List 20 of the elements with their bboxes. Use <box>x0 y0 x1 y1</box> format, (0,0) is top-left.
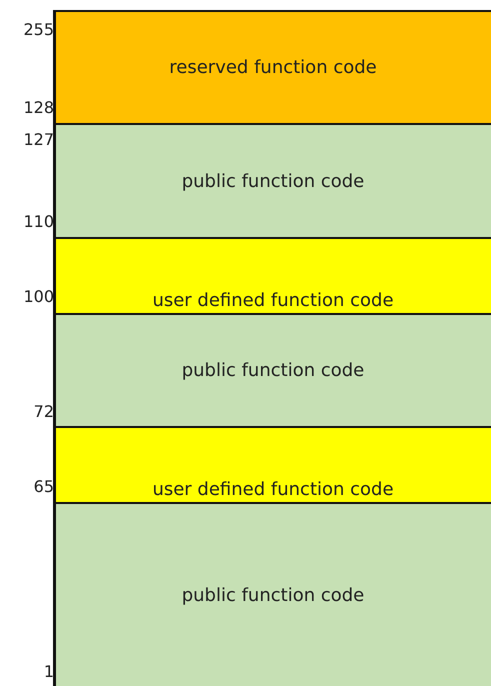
code-range-band <box>55 10 491 123</box>
code-range-band <box>55 502 491 686</box>
code-range-band <box>55 313 491 426</box>
code-number: 128 <box>23 98 54 118</box>
code-range-band <box>55 123 491 237</box>
code-number: 255 <box>23 20 54 40</box>
range-label: public function code <box>182 360 364 381</box>
range-label: user defined function code <box>152 290 394 311</box>
range-label: public function code <box>182 170 364 192</box>
code-number: 110 <box>23 212 54 232</box>
range-label: user defined function code <box>152 479 394 500</box>
code-number: 100 <box>23 287 54 307</box>
code-range-band <box>55 237 491 313</box>
code-number: 72 <box>34 402 54 422</box>
code-number: 127 <box>23 130 54 150</box>
code-number: 1 <box>44 662 54 682</box>
code-number: 65 <box>34 477 54 497</box>
range-label: public function code <box>182 584 364 606</box>
range-label: reserved function code <box>169 57 377 78</box>
code-range-band <box>55 426 491 502</box>
